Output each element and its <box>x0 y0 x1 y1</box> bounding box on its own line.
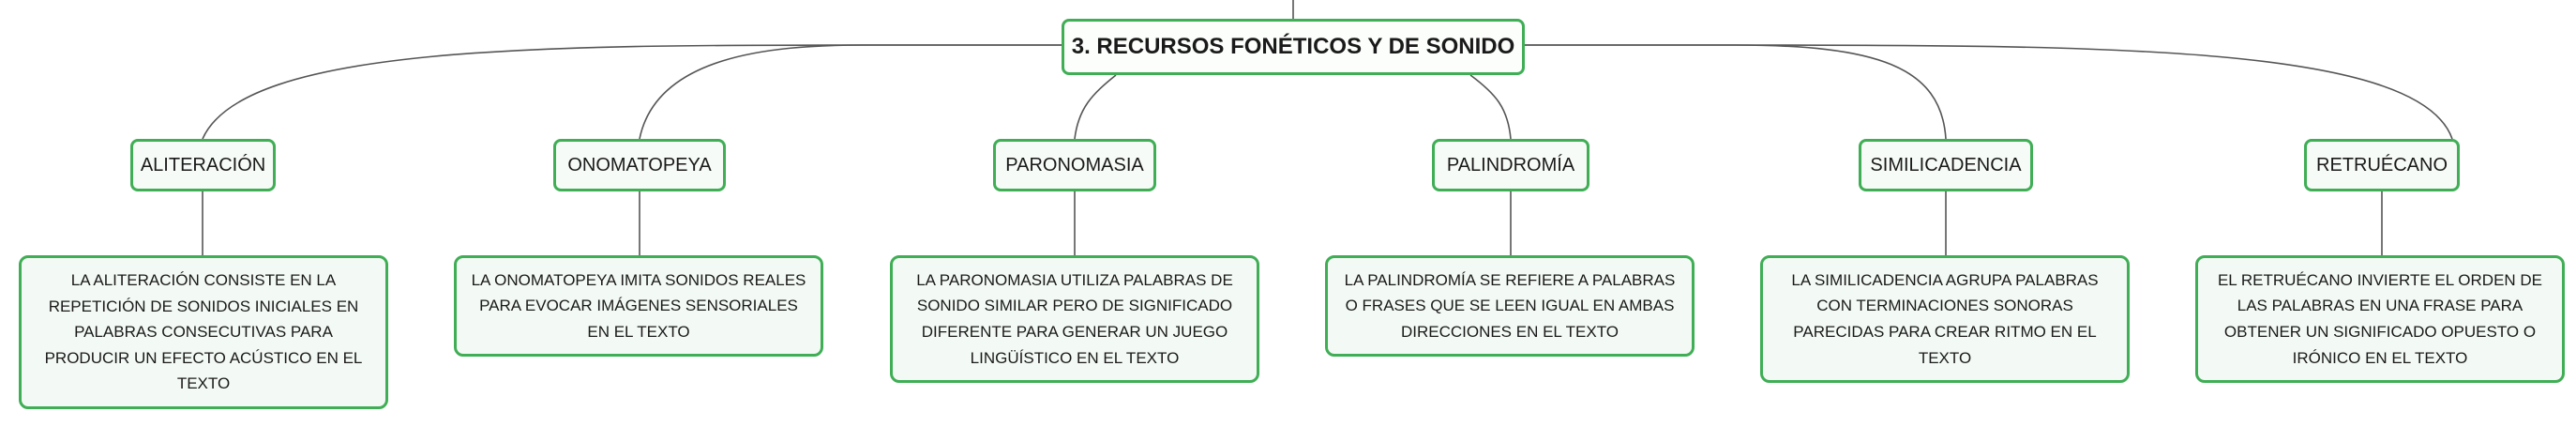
topic-palindromia-label: PALINDROMÍA <box>1446 154 1575 175</box>
root-topic[interactable]: 3. RECURSOS FONÉTICOS Y DE SONIDO <box>1062 19 1525 75</box>
topic-retruecano[interactable]: RETRUÉCANO <box>2304 139 2460 191</box>
topic-similicadencia[interactable]: SIMILICADENCIA <box>1859 139 2033 191</box>
connector-root-paronomasia <box>1074 74 1117 140</box>
desc-paronomasia[interactable]: LA PARONOMASIA UTILIZA PALABRAS DE SONID… <box>890 255 1259 383</box>
topic-similicadencia-label: SIMILICADENCIA <box>1870 154 2022 175</box>
topic-aliteracion-label: ALITERACIÓN <box>140 154 266 175</box>
desc-similicadencia[interactable]: LA SIMILICADENCIA AGRUPA PALABRAS CON TE… <box>1760 255 2130 383</box>
topic-palindromia[interactable]: PALINDROMÍA <box>1432 139 1589 191</box>
desc-paronomasia-text: LA PARONOMASIA UTILIZA PALABRAS DE SONID… <box>916 270 1233 367</box>
topic-aliteracion[interactable]: ALITERACIÓN <box>130 139 276 191</box>
desc-onomatopeya-text: LA ONOMATOPEYA IMITA SONIDOS REALES PARA… <box>471 270 806 341</box>
desc-aliteracion-text: LA ALITERACIÓN CONSISTE EN LA REPETICIÓN… <box>44 271 363 393</box>
root-topic-label: 3. RECURSOS FONÉTICOS Y DE SONIDO <box>1071 34 1515 59</box>
connector-root-similicadencia <box>1525 44 1947 140</box>
desc-retruecano[interactable]: EL RETRUÉCANO INVIERTE EL ORDEN DE LAS P… <box>2195 255 2565 383</box>
desc-similicadencia-text: LA SIMILICADENCIA AGRUPA PALABRAS CON TE… <box>1791 270 2099 367</box>
connector-root-aliteracion <box>202 44 1062 140</box>
desc-onomatopeya[interactable]: LA ONOMATOPEYA IMITA SONIDOS REALES PARA… <box>454 255 823 357</box>
desc-palindromia[interactable]: LA PALINDROMÍA SE REFIERE A PALABRAS O F… <box>1325 255 1695 357</box>
desc-aliteracion[interactable]: LA ALITERACIÓN CONSISTE EN LA REPETICIÓN… <box>19 255 388 409</box>
topic-paronomasia-label: PARONOMASIA <box>1005 154 1144 175</box>
desc-palindromia-text: LA PALINDROMÍA SE REFIERE A PALABRAS O F… <box>1344 270 1676 341</box>
connector-root-retruecano <box>1525 44 2453 140</box>
topic-onomatopeya-label: ONOMATOPEYA <box>567 154 712 175</box>
topic-retruecano-label: RETRUÉCANO <box>2316 154 2448 175</box>
topic-onomatopeya[interactable]: ONOMATOPEYA <box>553 139 726 191</box>
topic-paronomasia[interactable]: PARONOMASIA <box>993 139 1156 191</box>
connector-root-palindromia <box>1469 74 1512 140</box>
connector-root-onomatopeya <box>639 44 1062 140</box>
desc-retruecano-text: EL RETRUÉCANO INVIERTE EL ORDEN DE LAS P… <box>2217 270 2543 367</box>
